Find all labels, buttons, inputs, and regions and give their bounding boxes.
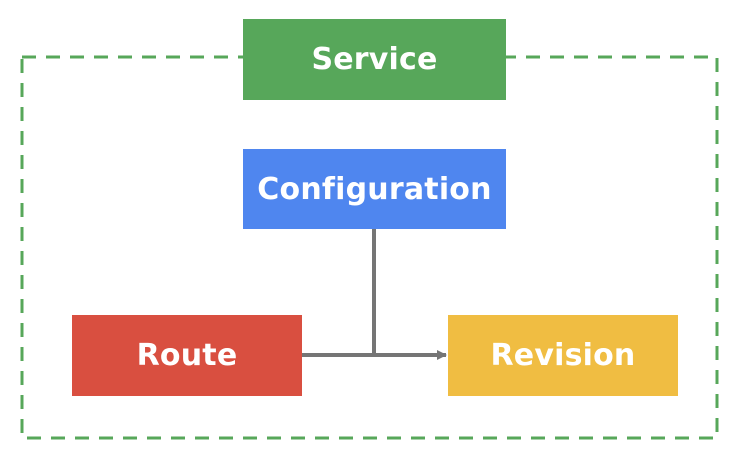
configuration-label: Configuration <box>257 171 492 207</box>
route-label: Route <box>136 338 238 373</box>
route-node: Route <box>72 315 302 396</box>
service-label: Service <box>311 42 438 77</box>
service-node: Service <box>243 19 506 100</box>
revision-label: Revision <box>490 338 636 373</box>
configuration-node: Configuration <box>243 149 506 229</box>
revision-node: Revision <box>448 315 678 396</box>
